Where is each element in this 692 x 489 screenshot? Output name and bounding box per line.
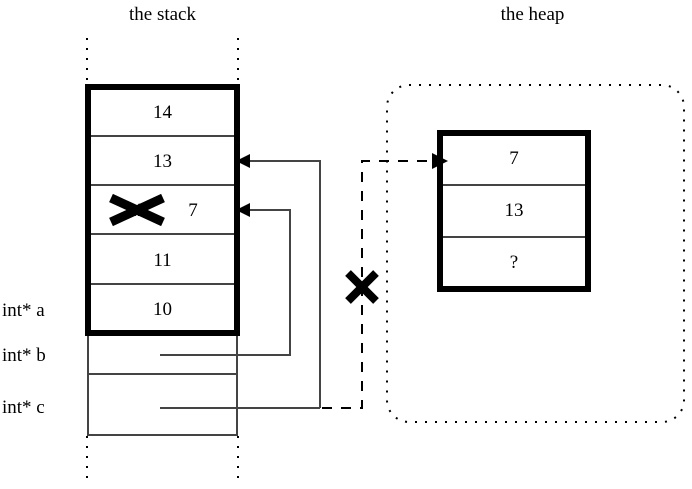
pointer-arrowhead-b xyxy=(236,203,250,217)
pointer-line-c-heap-dashed xyxy=(322,153,448,409)
stack-title: the stack xyxy=(128,4,196,25)
stack-cell-12-struck: 12 xyxy=(127,200,147,221)
heap-cell-13: 13 xyxy=(504,200,524,221)
heap-cell-unknown: ? xyxy=(509,252,519,273)
var-label-b: int* b xyxy=(2,345,46,366)
stack-cell-12-replacement: 7 xyxy=(188,200,198,221)
stack-cell-14: 14 xyxy=(153,102,172,123)
pointer-arrowhead-c-stack xyxy=(236,154,250,168)
var-label-a: int* a xyxy=(2,300,45,321)
pointer-line-c-stack xyxy=(160,154,321,409)
stack-cell-10: 10 xyxy=(153,299,172,320)
stack-free-frame-c xyxy=(87,373,238,436)
heap-allocated-block xyxy=(437,130,591,292)
heap-title: the heap xyxy=(500,4,565,25)
struck-value-x-mark xyxy=(109,193,165,227)
stack-cell-11: 11 xyxy=(153,250,172,271)
heap-cell-7: 7 xyxy=(509,148,519,169)
cancelled-pointer-x-mark xyxy=(345,270,379,304)
heap-region-outline xyxy=(386,84,685,423)
var-label-c: int* c xyxy=(2,397,45,418)
stack-cell-13: 13 xyxy=(153,151,172,172)
stack-free-frame-b xyxy=(87,332,238,375)
pointer-line-b xyxy=(160,203,291,356)
